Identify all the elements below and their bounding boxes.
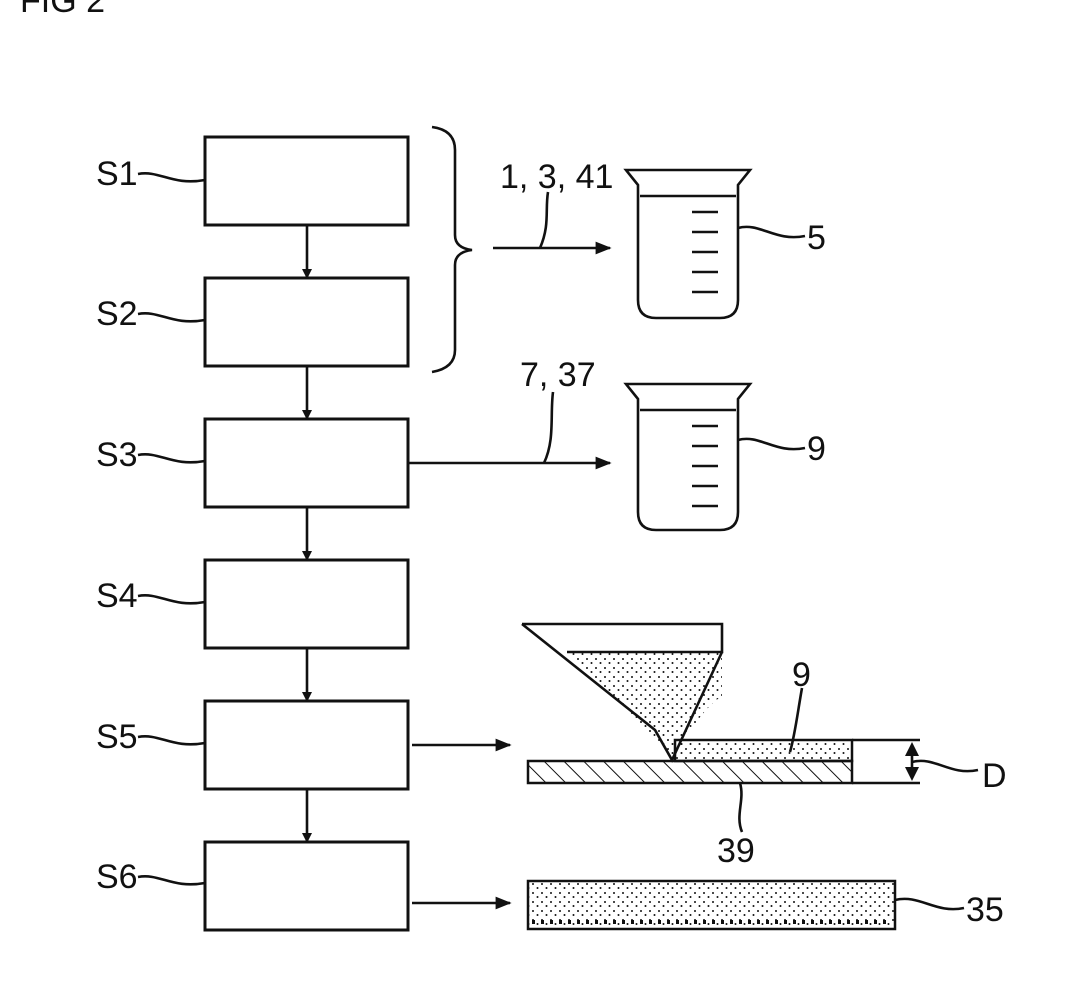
leader-beaker-5 bbox=[738, 227, 805, 237]
step-box-s6 bbox=[205, 842, 408, 930]
step-box-s1 bbox=[205, 137, 408, 225]
ref-product-35: 35 bbox=[966, 891, 1004, 929]
leader-thickness-d bbox=[912, 761, 978, 771]
leader-s6 bbox=[138, 876, 205, 884]
product-35 bbox=[528, 881, 895, 929]
ref-substrate-39: 39 bbox=[717, 832, 755, 870]
leader-beaker-9 bbox=[738, 439, 805, 449]
leader-s5 bbox=[138, 736, 205, 744]
leader-s2 bbox=[138, 313, 205, 321]
step-box-s5 bbox=[205, 701, 408, 789]
leader-product-35 bbox=[895, 899, 964, 909]
inputs-label-3: 7, 37 bbox=[520, 356, 596, 394]
curly-brace bbox=[432, 127, 472, 372]
beaker-9 bbox=[626, 384, 750, 530]
inputs-label-1: 1, 3, 41 bbox=[500, 158, 613, 196]
leader-substrate-39 bbox=[739, 783, 742, 832]
step-label-s4: S4 bbox=[96, 577, 138, 615]
ref-beaker-9: 9 bbox=[807, 430, 826, 468]
slurry-layer-9 bbox=[675, 740, 852, 761]
leader-s1 bbox=[138, 173, 205, 181]
leader-s3 bbox=[138, 454, 205, 462]
ref-beaker-5: 5 bbox=[807, 219, 826, 257]
step-label-s3: S3 bbox=[96, 436, 138, 474]
figure-title: FIG 2 bbox=[20, 0, 105, 20]
step-label-s1: S1 bbox=[96, 155, 138, 193]
step-label-s5: S5 bbox=[96, 718, 138, 756]
thickness-dimension bbox=[852, 740, 920, 783]
step-label-s2: S2 bbox=[96, 295, 138, 333]
ref-layer-9: 9 bbox=[792, 656, 811, 694]
beaker-5 bbox=[626, 170, 750, 318]
step-box-s2 bbox=[205, 278, 408, 366]
leader-inputs-1 bbox=[540, 192, 548, 248]
step-box-s4 bbox=[205, 560, 408, 648]
substrate-39 bbox=[528, 761, 852, 783]
leader-s4 bbox=[138, 595, 205, 603]
ref-thickness-d: D bbox=[982, 757, 1007, 795]
step-box-s3 bbox=[205, 419, 408, 507]
leader-inputs-3 bbox=[544, 392, 553, 463]
step-label-s6: S6 bbox=[96, 858, 138, 896]
